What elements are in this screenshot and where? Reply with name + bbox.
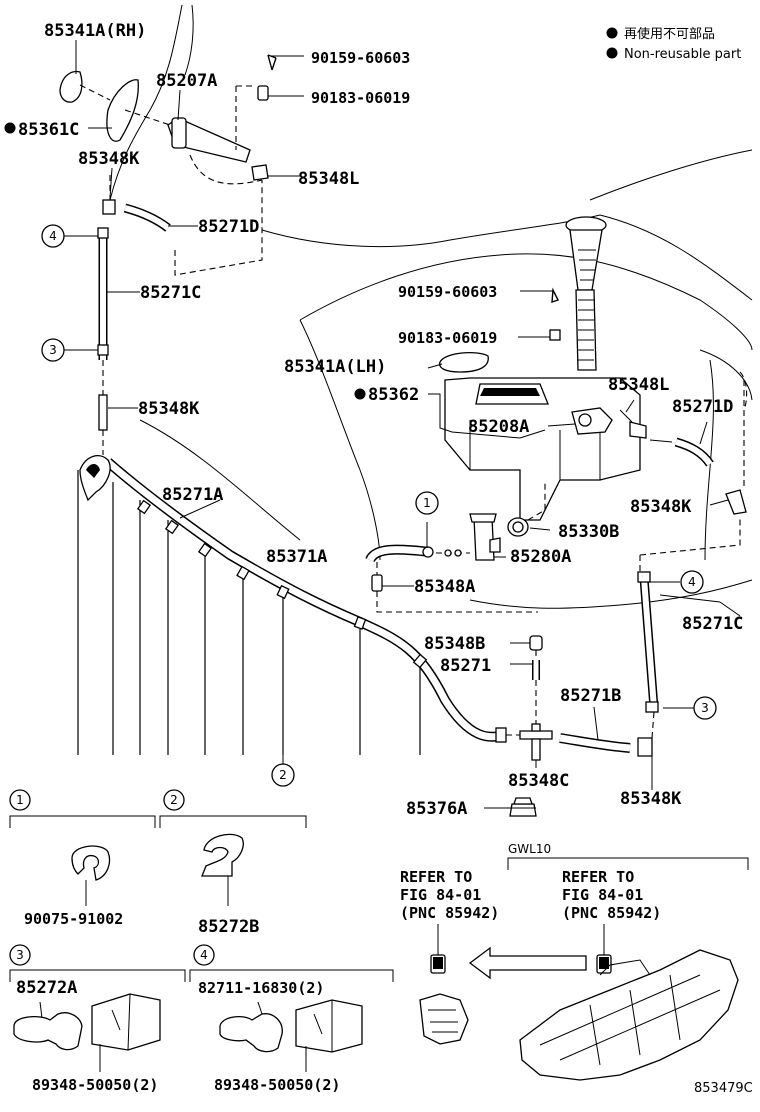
part-label: 90183-06019 [311, 89, 410, 107]
bracket-rh-shape [106, 79, 139, 142]
part-label: 85348L [298, 169, 359, 189]
detail-number: 3 [16, 948, 24, 962]
part-label: 85271B [560, 686, 621, 706]
part-label: 85348K [630, 497, 692, 517]
part-label: 85348K [138, 399, 200, 419]
part-label: 85330B [558, 522, 619, 542]
non-reusable-bullet-icon [354, 388, 366, 400]
part-label: 82711-16830(2) [198, 979, 324, 997]
part-label: 90159-60603 [311, 49, 410, 67]
part-label: 85348B [424, 634, 485, 654]
detail-number: 4 [200, 948, 208, 962]
legend-en-text: Non-reusable part [624, 47, 741, 62]
cover-rh-shape [59, 70, 83, 103]
hose-85271a [77, 455, 520, 755]
figure-id: 853479C [694, 1081, 753, 1096]
vehicle-outline [109, 4, 753, 609]
part-labels: 85341A(RH) 90159-60603 85207A 90183-0601… [4, 21, 743, 819]
part-label: 85348K [620, 789, 682, 809]
non-reusable-bullet-icon [606, 47, 618, 59]
callout-number: 3 [49, 343, 57, 357]
part-label: 85348C [508, 771, 569, 791]
part-label: 85341A(LH) [284, 357, 386, 377]
part-label: 85207A [156, 71, 217, 91]
refer-text: (PNC 85942) [400, 904, 499, 922]
callout-number: 2 [279, 768, 287, 782]
part-label: 85348L [608, 375, 669, 395]
callout-number: 4 [49, 229, 57, 243]
callout-number: 4 [688, 575, 696, 589]
part-label: 90075-91002 [24, 910, 123, 928]
joint-85348k-left-shape [98, 394, 108, 431]
refer-text: FIG 84-01 [400, 886, 481, 904]
part-label: 85341A(RH) [44, 21, 146, 41]
reservoir-assembly [365, 216, 748, 613]
non-reusable-bullet-icon [606, 27, 618, 39]
part-label: 85348A [414, 577, 475, 597]
part-label: 85376A [406, 799, 467, 819]
part-label: 85371A [266, 547, 327, 567]
rh-washer-assembly [59, 54, 277, 455]
refer-section: GWL10 REFER TO FIG 84-01 (PNC 85942) REF… [400, 842, 749, 1081]
legend-jp-text: 再使用不可部品 [624, 26, 715, 42]
refer-text: REFER TO [400, 868, 472, 886]
refer-text: (PNC 85942) [562, 904, 661, 922]
variant-label: GWL10 [508, 842, 551, 856]
refer-text: REFER TO [562, 868, 634, 886]
part-label: 85271A [162, 485, 223, 505]
part-label: 85272B [198, 917, 259, 937]
part-label: 90159-60603 [398, 283, 497, 301]
callouts: 4 3 1 2 4 3 [41, 224, 717, 787]
part-label: 85280A [510, 547, 571, 567]
part-label: 89348-50050(2) [32, 1076, 158, 1094]
detail-number: 1 [16, 793, 24, 807]
part-label: 85208A [468, 417, 529, 437]
arrow-left-icon [468, 946, 587, 980]
lower-right-piping [509, 571, 659, 817]
part-label: 90183-06019 [398, 329, 497, 347]
joint-85348l-top-shape [251, 164, 269, 181]
part-label: 89348-50050(2) [214, 1076, 340, 1094]
non-reusable-bullet-icon [4, 122, 16, 134]
part-label: 85271D [672, 397, 733, 417]
legend: 再使用不可部品 Non-reusable part [606, 26, 741, 62]
callout-number: 3 [701, 701, 709, 715]
detail-panels: 1 90075-91002 2 85272B 3 85272A 89348-50… [9, 789, 394, 1094]
part-label: 85272A [16, 978, 77, 998]
part-label: 85348K [78, 149, 140, 169]
part-label: 85271D [198, 217, 259, 237]
part-label: 85271C [682, 614, 743, 634]
callout-number: 1 [423, 496, 431, 510]
detail-number: 2 [170, 793, 178, 807]
part-label: 85362 [368, 385, 419, 405]
part-label: 85271 [440, 656, 491, 676]
part-label: 85361C [18, 120, 79, 140]
refer-text: FIG 84-01 [562, 886, 643, 904]
leader-lines [64, 40, 741, 809]
part-label: 85271C [140, 283, 201, 303]
